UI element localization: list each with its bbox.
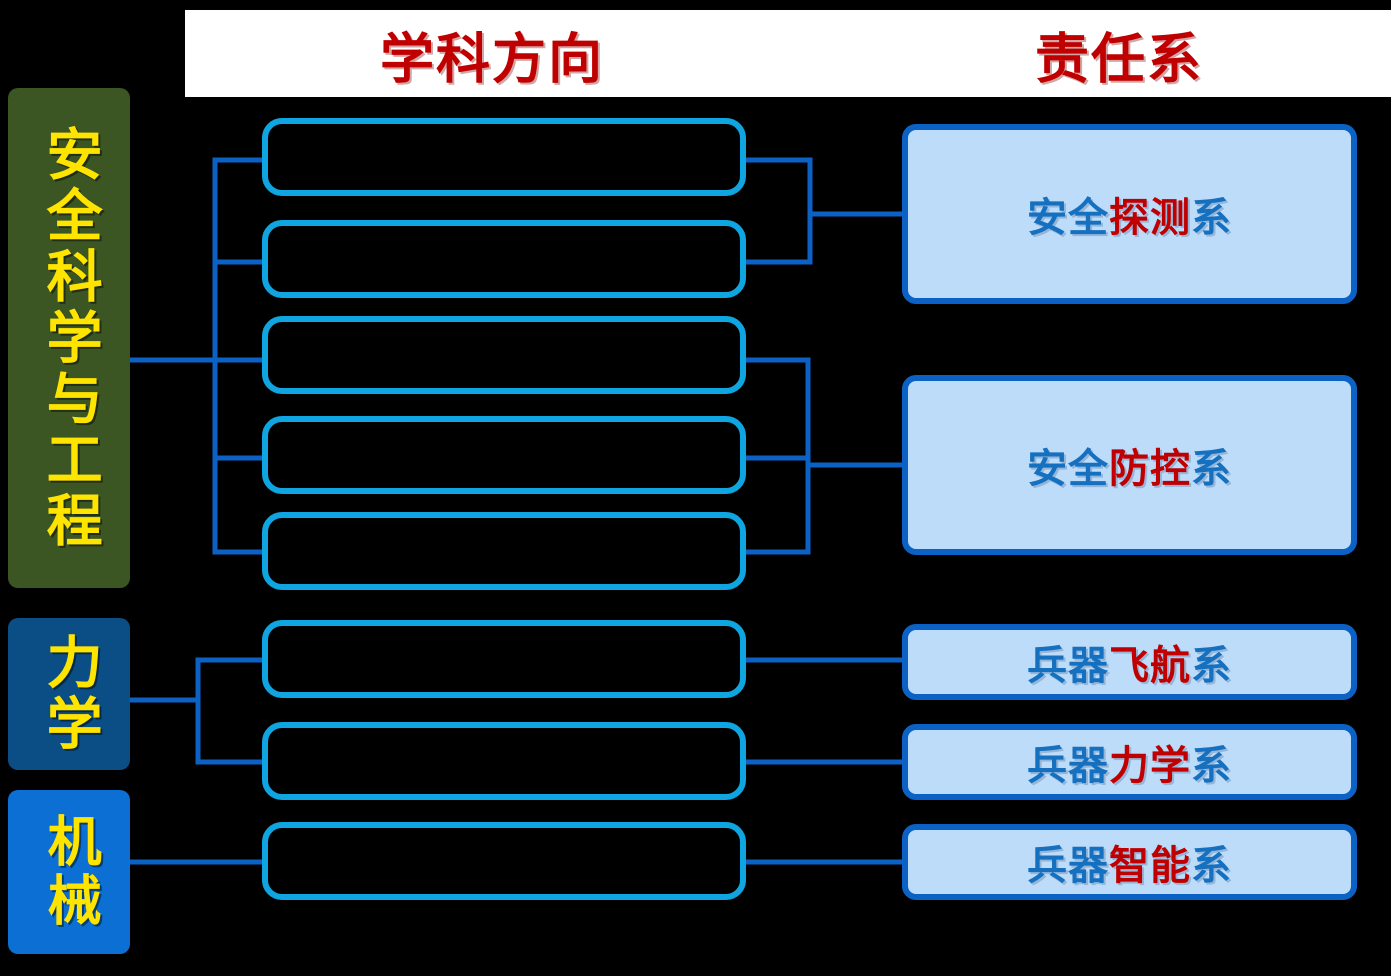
- department-label: 安全防控系: [1027, 436, 1232, 494]
- discipline-label: 安全科学与工程: [37, 124, 103, 552]
- direction-label: [268, 422, 740, 488]
- direction-box[interactable]: [262, 416, 746, 494]
- header-bar: 学科方向 责任系: [185, 10, 1391, 97]
- department-label-highlight: 防控: [1109, 446, 1191, 492]
- department-label-prefix: 安全: [1027, 195, 1109, 241]
- header-title-responsible-department: 责任系: [1035, 27, 1203, 90]
- discipline-label: 机械: [38, 813, 102, 931]
- direction-box[interactable]: [262, 316, 746, 394]
- department-label: 兵器智能系: [1027, 833, 1232, 891]
- direction-box[interactable]: [262, 220, 746, 298]
- discipline-block-safety-science-engineering[interactable]: 安全科学与工程: [8, 88, 130, 588]
- direction-label: [268, 828, 740, 894]
- direction-box[interactable]: [262, 620, 746, 698]
- department-label: 兵器力学系: [1027, 733, 1232, 791]
- department-label-highlight: 探测: [1109, 195, 1191, 241]
- discipline-block-machinery[interactable]: 机械: [8, 790, 130, 954]
- direction-label: [268, 226, 740, 292]
- discipline-label: 力学: [37, 633, 103, 755]
- department-label: 兵器飞航系: [1027, 633, 1232, 691]
- department-box-weapon-intelligence[interactable]: 兵器智能系: [902, 824, 1357, 900]
- department-label-prefix: 安全: [1027, 446, 1109, 492]
- department-label-prefix: 兵器: [1027, 843, 1109, 889]
- department-label-highlight: 力学: [1109, 743, 1191, 789]
- direction-box[interactable]: [262, 118, 746, 196]
- direction-label: [268, 124, 740, 190]
- department-label-suffix: 系: [1191, 743, 1232, 789]
- department-label-highlight: 飞航: [1109, 643, 1191, 689]
- department-label-suffix: 系: [1191, 195, 1232, 241]
- direction-box[interactable]: [262, 822, 746, 900]
- direction-box[interactable]: [262, 512, 746, 590]
- direction-label: [268, 626, 740, 692]
- department-label-prefix: 兵器: [1027, 643, 1109, 689]
- department-box-weapon-flight[interactable]: 兵器飞航系: [902, 624, 1357, 700]
- department-box-safety-prevention-control[interactable]: 安全防控系: [902, 375, 1357, 555]
- direction-box[interactable]: [262, 722, 746, 800]
- discipline-block-mechanics[interactable]: 力学: [8, 618, 130, 770]
- direction-label: [268, 728, 740, 794]
- header-title-discipline-direction: 学科方向: [380, 27, 604, 90]
- department-label-suffix: 系: [1191, 446, 1232, 492]
- department-label: 安全探测系: [1027, 185, 1232, 243]
- department-label-highlight: 智能: [1109, 843, 1191, 889]
- department-box-weapon-mechanics[interactable]: 兵器力学系: [902, 724, 1357, 800]
- department-label-suffix: 系: [1191, 843, 1232, 889]
- direction-label: [268, 518, 740, 584]
- department-label-prefix: 兵器: [1027, 743, 1109, 789]
- direction-label: [268, 322, 740, 388]
- department-box-safety-detection[interactable]: 安全探测系: [902, 124, 1357, 304]
- department-label-suffix: 系: [1191, 643, 1232, 689]
